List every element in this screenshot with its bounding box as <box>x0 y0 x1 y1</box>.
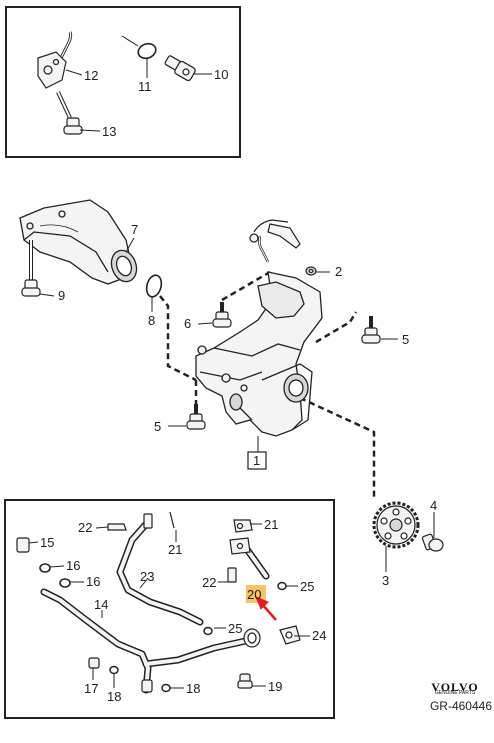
oil-pump-housing-part-7 <box>19 199 138 285</box>
oil-pipe-part-23-inner <box>118 520 202 624</box>
bolt-part-4 <box>421 533 444 552</box>
inset-box-bottom <box>4 499 335 719</box>
callout-5-right: 5 <box>402 332 409 347</box>
callout-18-right: 18 <box>186 681 200 696</box>
bolt-part-5-right <box>361 316 381 344</box>
callout-21-top: 21 <box>168 542 182 557</box>
main-assembly-label-box <box>247 451 267 470</box>
callout-23: 23 <box>140 569 154 584</box>
oil-pump-body-part-1 <box>195 219 323 437</box>
callout-12: 12 <box>84 68 98 83</box>
callout-22-bottom: 22 <box>202 575 216 590</box>
leader-lines-bottom <box>28 523 310 689</box>
sprocket-part-3 <box>372 501 420 549</box>
sensor-part-2 <box>249 223 317 276</box>
red-arrow-icon <box>255 596 277 621</box>
callout-22-top: 22 <box>78 520 92 535</box>
callout-24: 24 <box>312 628 326 643</box>
dashed-link-lines <box>159 270 376 500</box>
callout-10: 10 <box>214 67 228 82</box>
small-parts-bottom <box>16 511 301 693</box>
callout-25-right: 25 <box>300 579 314 594</box>
callout-15: 15 <box>40 535 54 550</box>
oil-pipe-part-14-inner <box>42 590 252 692</box>
callout-4: 4 <box>430 498 437 513</box>
callout-9: 9 <box>58 288 65 303</box>
bolt-part-5-left <box>186 404 206 430</box>
callout-19: 19 <box>268 679 282 694</box>
bolt-part-9 <box>21 240 41 297</box>
callout-5-left: 5 <box>154 419 161 434</box>
part-15 <box>16 537 30 553</box>
callout-16-top: 16 <box>66 558 80 573</box>
callout-3: 3 <box>382 573 389 588</box>
callout-1: 1 <box>253 453 260 468</box>
callout-16-bottom: 16 <box>86 574 100 589</box>
callout-21-right: 21 <box>264 517 278 532</box>
leader-lines-main <box>39 237 435 572</box>
callout-2: 2 <box>335 264 342 279</box>
highlight-part-20 <box>246 585 266 603</box>
reference-number: GR-460446 <box>429 699 492 713</box>
o-ring-part-8 <box>145 274 163 298</box>
leader-lines-top <box>65 58 212 132</box>
callout-17: 17 <box>84 681 98 696</box>
callout-18-left: 18 <box>107 689 121 704</box>
callout-20: 20 <box>247 587 261 602</box>
callout-14: 14 <box>94 597 108 612</box>
callout-6: 6 <box>184 316 191 331</box>
volvo-logo: VOLVO <box>431 680 479 694</box>
plug-part-10 <box>164 55 196 82</box>
o-ring-part-11 <box>121 35 157 60</box>
callout-13: 13 <box>102 124 116 139</box>
callout-8: 8 <box>148 313 155 328</box>
callout-25-bottom: 25 <box>228 621 242 636</box>
bolt-part-6 <box>212 302 232 328</box>
oil-sensor-part-12 <box>37 31 73 89</box>
genuine-parts-label: GENUINE PARTS <box>434 690 476 696</box>
callout-7: 7 <box>131 222 138 237</box>
inset-box-top <box>5 6 241 158</box>
bolt-part-13 <box>56 91 83 135</box>
callout-11: 11 <box>138 79 152 94</box>
